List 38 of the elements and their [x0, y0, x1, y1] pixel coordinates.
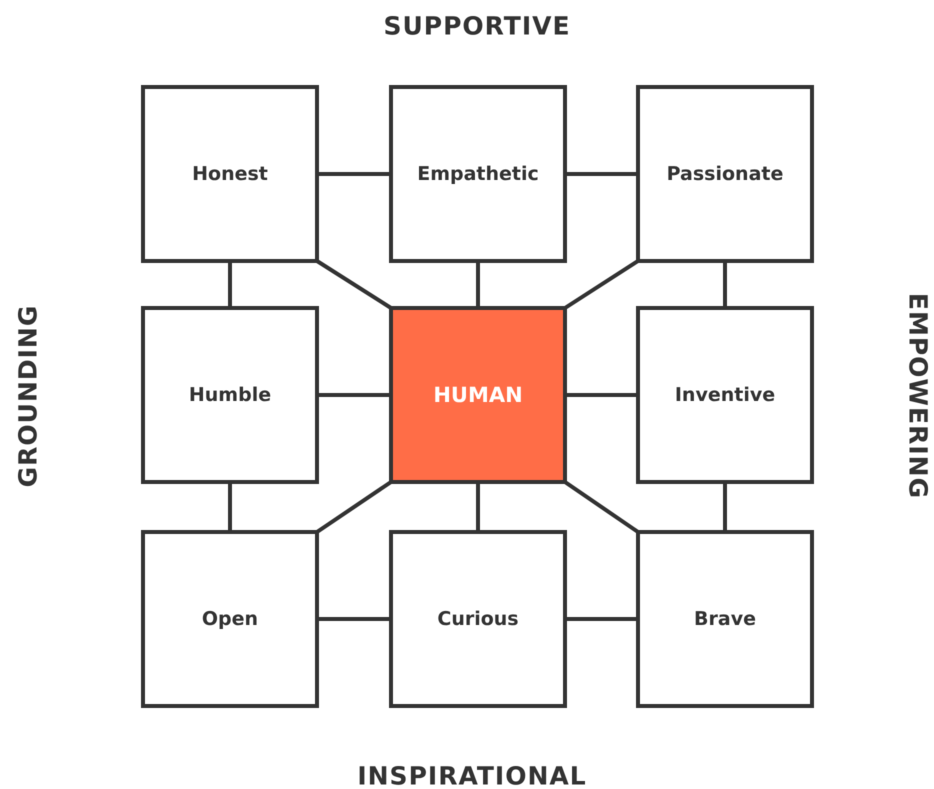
node-label: Honest [192, 163, 268, 185]
connector-line [316, 259, 392, 310]
connector-line [723, 484, 727, 530]
connector-line [564, 259, 640, 310]
node-label: Curious [437, 608, 519, 630]
connector-line [567, 172, 636, 176]
connector-line [316, 480, 392, 534]
trait-box [389, 85, 567, 263]
axis-label: INSPIRATIONAL [357, 762, 587, 789]
trait-box [636, 530, 814, 708]
trait-box [141, 530, 319, 708]
node-label: Inventive [674, 384, 776, 406]
axis-label: GROUNDING [14, 304, 42, 488]
axis-label: EMPOWERING [904, 292, 932, 500]
node-label: Empathetic [417, 163, 539, 185]
node-label: Humble [188, 384, 272, 406]
trait-box [636, 306, 814, 484]
node-label: Passionate [666, 163, 784, 185]
connector-line [723, 263, 727, 306]
trait-box [141, 85, 319, 263]
node-label: HUMAN [433, 383, 523, 407]
axis-label: SUPPORTIVE [383, 12, 571, 40]
connector-line [476, 484, 480, 530]
trait-box [636, 85, 814, 263]
connector-line [567, 617, 636, 621]
connector-line [319, 172, 389, 176]
node-label: Brave [694, 608, 756, 630]
trait-box [389, 530, 567, 708]
connector-line [564, 480, 640, 534]
trait-box [141, 306, 319, 484]
connector-line [476, 263, 480, 306]
highlighted-box [389, 306, 567, 484]
node-label: Open [202, 608, 258, 630]
connector-line [319, 393, 389, 397]
connector-line [319, 617, 389, 621]
connector-line [228, 484, 232, 530]
connector-line [228, 263, 232, 306]
connector-line [567, 393, 636, 397]
